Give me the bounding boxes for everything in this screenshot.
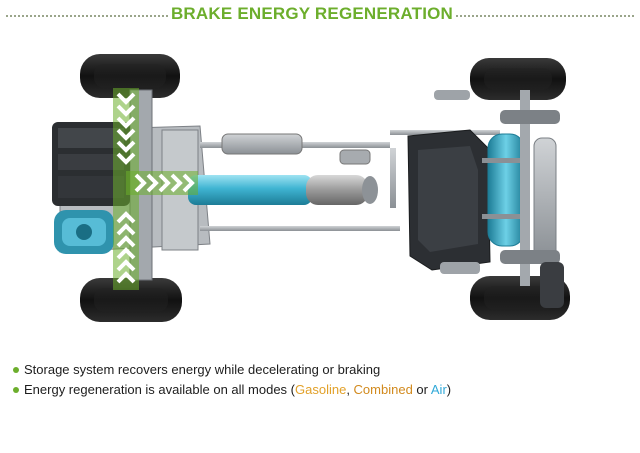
bullet-item: Storage system recovers energy while dec… <box>10 360 630 380</box>
engine-block <box>52 122 130 206</box>
title-divider-right <box>456 15 634 17</box>
bullet-dot <box>13 387 19 393</box>
bullet-dot <box>13 367 19 373</box>
page-title: BRAKE ENERGY REGENERATION <box>170 4 454 23</box>
wheel-rear-left <box>470 58 566 100</box>
fuel-tank <box>407 129 491 271</box>
bullet-text-end: ) <box>446 382 452 397</box>
hydraulic-tank <box>188 175 378 205</box>
bullet-text-start: Energy regeneration is available on all … <box>24 382 295 397</box>
separator: , <box>346 382 354 397</box>
separator: or <box>412 382 431 397</box>
mode-gasoline: Gasoline <box>295 382 347 397</box>
mode-air: Air <box>430 382 447 397</box>
bullet-item: Energy regeneration is available on all … <box>10 380 630 400</box>
chassis-diagram <box>52 54 570 322</box>
arrow-chevrons-right <box>134 173 195 193</box>
title-row: BRAKE ENERGY REGENERATION <box>0 2 640 28</box>
mode-combined: Combined <box>353 382 413 397</box>
rear-accumulator <box>482 133 557 259</box>
energy-flow-arrows <box>113 88 198 290</box>
wheel-front-right <box>80 278 182 322</box>
bullet-text: Storage system recovers energy while dec… <box>24 362 381 377</box>
hydraulic-pump <box>54 210 114 254</box>
arrow-chevrons-up <box>116 211 136 284</box>
title-divider-left <box>6 15 168 17</box>
wheel-front-left <box>80 54 180 98</box>
bullet-list: Storage system recovers energy while dec… <box>10 360 630 400</box>
arrow-chevrons-down <box>116 92 136 165</box>
rear-axle <box>434 90 564 308</box>
